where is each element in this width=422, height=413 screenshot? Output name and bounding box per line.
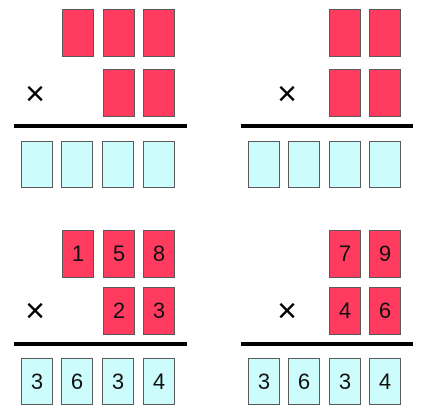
multiply-sign: × bbox=[277, 75, 297, 113]
top-digit-box: 1 bbox=[62, 230, 94, 278]
result-digit-box bbox=[288, 141, 320, 188]
bottom-digit-box bbox=[329, 69, 361, 117]
result-digit-box: 6 bbox=[61, 358, 93, 405]
multiply-sign: × bbox=[25, 75, 45, 113]
top-digit-box bbox=[103, 9, 135, 57]
multiply-sign: × bbox=[25, 292, 45, 330]
result-digit-box bbox=[102, 141, 134, 188]
underline bbox=[14, 342, 187, 346]
result-digit-box bbox=[21, 141, 53, 188]
result-digit-box: 3 bbox=[329, 358, 361, 405]
top-digit-box: 7 bbox=[329, 230, 361, 278]
result-digit-box bbox=[61, 141, 93, 188]
top-digit-box: 5 bbox=[103, 230, 135, 278]
bottom-digit-box bbox=[369, 69, 401, 117]
bottom-digit-box: 4 bbox=[329, 287, 361, 335]
result-digit-box: 6 bbox=[288, 358, 320, 405]
top-digit-box bbox=[329, 9, 361, 57]
bottom-digit-box bbox=[103, 69, 135, 117]
underline bbox=[241, 124, 413, 128]
top-digit-box: 8 bbox=[143, 230, 175, 278]
top-digit-box bbox=[143, 9, 175, 57]
result-digit-box: 3 bbox=[248, 358, 280, 405]
bottom-digit-box: 2 bbox=[103, 287, 135, 335]
top-digit-box bbox=[369, 9, 401, 57]
multiply-sign: × bbox=[277, 292, 297, 330]
bottom-digit-box bbox=[143, 69, 175, 117]
bottom-digit-box: 6 bbox=[369, 287, 401, 335]
underline bbox=[241, 342, 413, 346]
top-digit-box: 9 bbox=[369, 230, 401, 278]
top-digit-box bbox=[62, 9, 94, 57]
underline bbox=[14, 124, 187, 128]
result-digit-box: 3 bbox=[21, 358, 53, 405]
result-digit-box bbox=[143, 141, 175, 188]
result-digit-box bbox=[248, 141, 280, 188]
result-digit-box: 4 bbox=[369, 358, 401, 405]
result-digit-box: 3 bbox=[102, 358, 134, 405]
result-digit-box bbox=[369, 141, 401, 188]
result-digit-box: 4 bbox=[143, 358, 175, 405]
result-digit-box bbox=[329, 141, 361, 188]
bottom-digit-box: 3 bbox=[143, 287, 175, 335]
